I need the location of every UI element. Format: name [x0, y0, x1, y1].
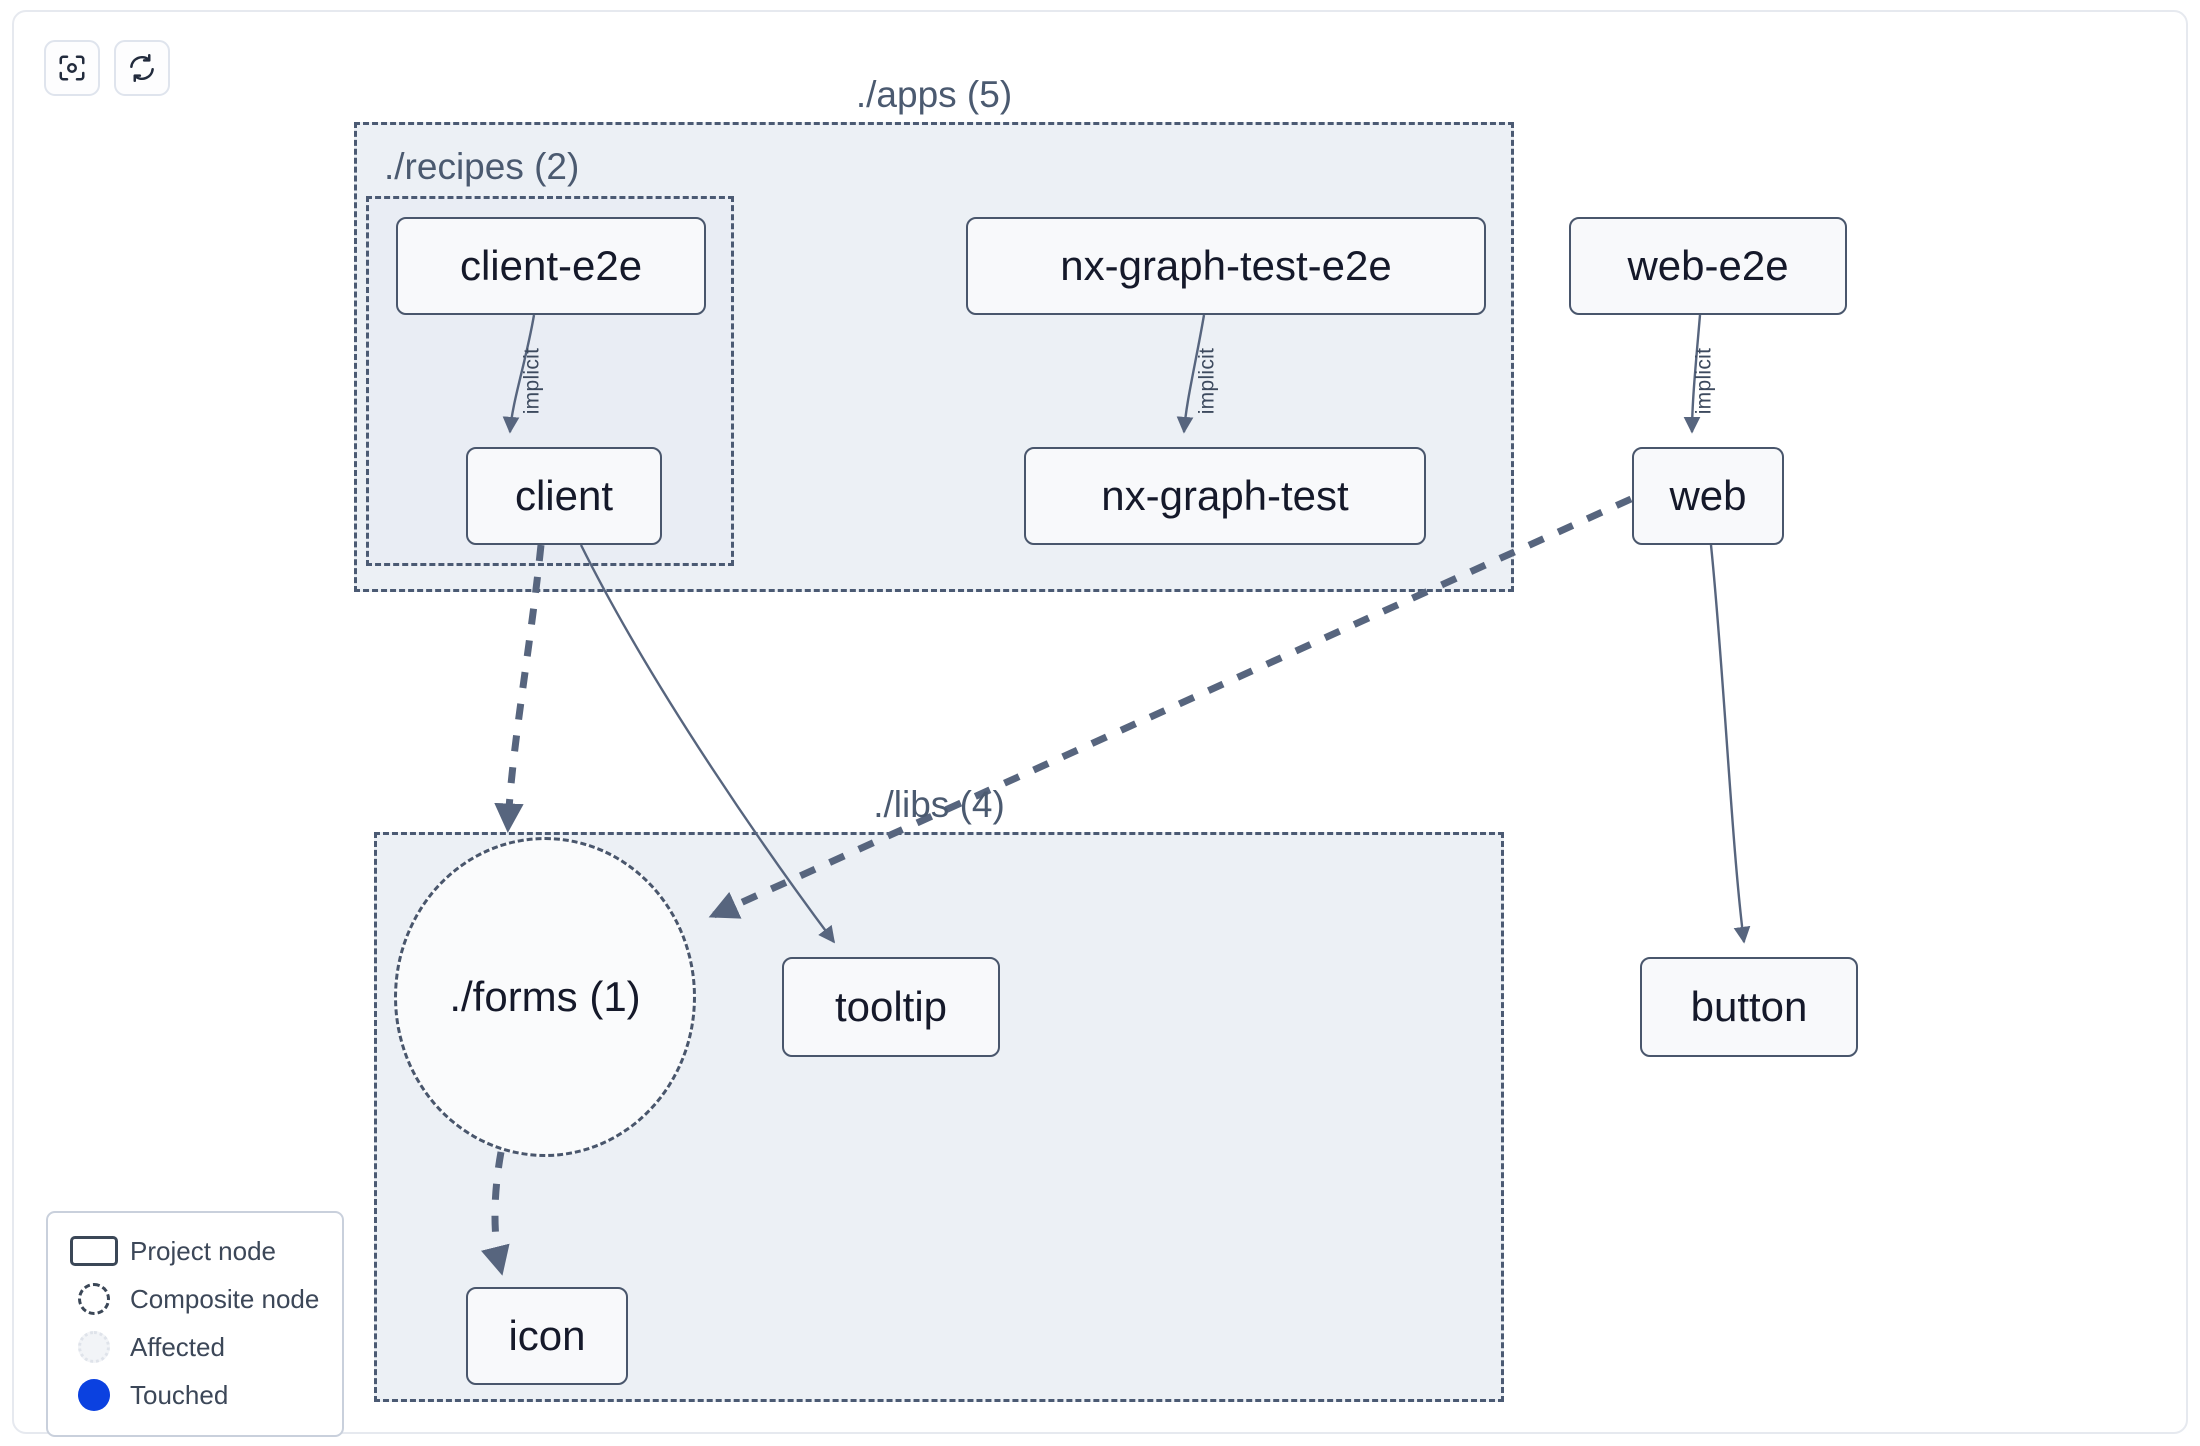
- refresh-button[interactable]: [114, 40, 170, 96]
- group-label-apps: ./apps (5): [855, 74, 1013, 115]
- graph-card: ./apps (5) ./recipes (2) ./libs (4): [12, 10, 2188, 1437]
- graph-node-client-e2e[interactable]: client-e2e: [396, 217, 706, 315]
- focus-button[interactable]: [44, 40, 100, 96]
- graph-node-client[interactable]: client: [466, 447, 662, 545]
- legend-item-project: Project node: [66, 1227, 324, 1275]
- edge-label-web-e2e__web: implicit: [1692, 347, 1716, 415]
- legend-label-project: Project node: [130, 1235, 276, 1266]
- graph-toolbar: [44, 40, 170, 96]
- graph-node-web[interactable]: web: [1632, 447, 1784, 545]
- refresh-icon: [127, 53, 157, 83]
- legend-swatch-project: [66, 1236, 122, 1266]
- legend-label-composite: Composite node: [130, 1283, 320, 1314]
- graph-node-forms[interactable]: ./forms (1): [394, 837, 696, 1157]
- legend-swatch-affected: [66, 1331, 122, 1363]
- project-swatch-icon: [70, 1236, 118, 1266]
- legend-item-touched: Touched: [66, 1371, 324, 1419]
- graph-node-icon[interactable]: icon: [466, 1287, 628, 1385]
- focus-icon: [57, 53, 87, 83]
- graph-node-tooltip[interactable]: tooltip: [782, 957, 1000, 1057]
- edge-web-to-button: [1709, 544, 1751, 944]
- composite-swatch-icon: [78, 1283, 110, 1315]
- graph-node-nx-graph-test[interactable]: nx-graph-test: [1024, 447, 1426, 545]
- legend-swatch-touched: [66, 1379, 122, 1411]
- legend-item-affected: Affected: [66, 1323, 324, 1371]
- legend-swatch-composite: [66, 1283, 122, 1315]
- group-label-recipes: ./recipes (2): [384, 146, 580, 187]
- edge-label-client-e2e__client: implicit: [520, 347, 544, 415]
- graph-node-button[interactable]: button: [1640, 957, 1858, 1057]
- graph-node-nx-graph-test-e2e[interactable]: nx-graph-test-e2e: [966, 217, 1486, 315]
- graph-node-web-e2e[interactable]: web-e2e: [1569, 217, 1847, 315]
- legend-item-composite: Composite node: [66, 1275, 324, 1323]
- edge-label-nx-graph-test-e2e__nx-graph-test: implicit: [1195, 347, 1219, 415]
- group-label-libs: ./libs (4): [873, 784, 1005, 825]
- touched-swatch-icon: [78, 1379, 110, 1411]
- legend-label-affected: Affected: [130, 1331, 225, 1362]
- legend-label-touched: Touched: [130, 1379, 229, 1410]
- affected-swatch-icon: [78, 1331, 110, 1363]
